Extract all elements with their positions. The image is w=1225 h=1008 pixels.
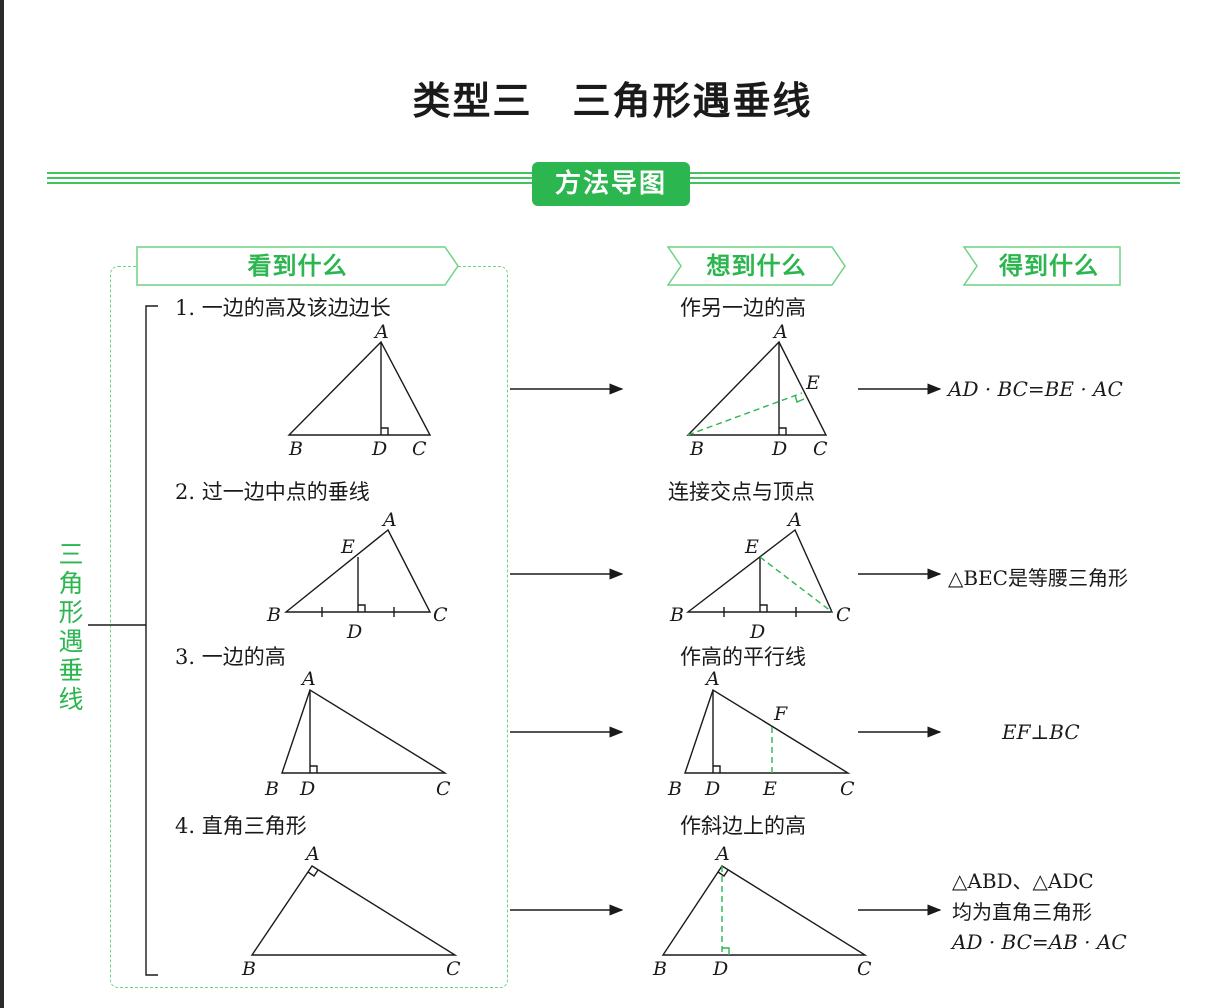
row1-think-label: B bbox=[689, 438, 704, 460]
header-think-shape bbox=[666, 246, 846, 286]
row2-think-label: D bbox=[749, 621, 765, 643]
row1-see-caption: 1. 一边的高及该边边长 bbox=[175, 296, 391, 320]
row3-see-label: C bbox=[436, 778, 451, 800]
row2-see-caption: 2. 过一边中点的垂线 bbox=[175, 480, 370, 504]
row1-think-triangle bbox=[686, 340, 828, 436]
row1-see-label: D bbox=[371, 438, 387, 460]
row2-see-label: C bbox=[433, 604, 448, 626]
header-get: 得到什么 bbox=[999, 252, 1099, 280]
row1-result: AD · BC=BE · AC bbox=[948, 377, 1123, 401]
row2-think-label: B bbox=[669, 604, 684, 626]
row3-see-label: A bbox=[300, 668, 316, 690]
row1-see-label: C bbox=[412, 438, 427, 460]
row4-see-label: C bbox=[446, 958, 461, 980]
header-see: 看到什么 bbox=[247, 252, 348, 280]
header-get-shape bbox=[962, 246, 1121, 286]
bracket bbox=[145, 305, 158, 976]
page-edge bbox=[0, 0, 4, 1008]
side-label: 三角形遇垂线 bbox=[58, 540, 84, 714]
row2-think-right-angle bbox=[760, 604, 768, 612]
row2-think-label: C bbox=[836, 604, 851, 626]
row1-think-new-altitude bbox=[687, 392, 803, 436]
row2-result: △BEC是等腰三角形 bbox=[948, 566, 1128, 590]
row4-result-line3: AD · BC=AB · AC bbox=[952, 930, 1127, 954]
row1-think-right-angle-e bbox=[794, 394, 805, 403]
row4-think-label: C bbox=[857, 958, 872, 980]
row3-think-label: D bbox=[704, 778, 720, 800]
row4-see-label: B bbox=[241, 958, 256, 980]
row1-think-label: A bbox=[772, 321, 788, 343]
row2-think-label: A bbox=[786, 509, 802, 531]
row2-see-label: D bbox=[346, 621, 362, 643]
row1-think-label: E bbox=[805, 372, 820, 394]
row3-think-label: A bbox=[704, 668, 720, 690]
row3-think-label: C bbox=[840, 778, 855, 800]
row3-think-triangle bbox=[684, 688, 851, 774]
row4-result-line2: 均为直角三角形 bbox=[952, 900, 1092, 924]
row1-think-caption: 作另一边的高 bbox=[680, 296, 806, 320]
row3-think-caption: 作高的平行线 bbox=[680, 645, 806, 669]
row3-see-right-angle bbox=[310, 765, 318, 773]
row2-think-caption: 连接交点与顶点 bbox=[668, 480, 815, 504]
row2-think-connect bbox=[759, 556, 833, 613]
row1-see-right-angle bbox=[381, 427, 389, 435]
row4-think-caption: 作斜边上的高 bbox=[680, 814, 806, 838]
section-badge: 方法导图 bbox=[532, 162, 690, 206]
row2-see-label: B bbox=[266, 604, 281, 626]
row4-see-triangle bbox=[250, 865, 458, 956]
row1-think-right-angle bbox=[779, 427, 787, 435]
row3-result: EF⊥BC bbox=[1002, 720, 1080, 744]
row3-see-caption: 3. 一边的高 bbox=[175, 645, 286, 669]
row3-think-label: E bbox=[762, 778, 777, 800]
row4-think-label: D bbox=[712, 958, 728, 980]
row3-see-label: D bbox=[299, 778, 315, 800]
row4-think-label: B bbox=[652, 958, 667, 980]
row4-think-triangle bbox=[661, 865, 868, 956]
row4-see-right-angle bbox=[307, 869, 319, 877]
row4-think-right-angle-d bbox=[722, 947, 730, 955]
row1-see-label: B bbox=[288, 438, 303, 460]
row3-think-label: F bbox=[773, 703, 788, 725]
row3-think-label: B bbox=[667, 778, 682, 800]
row1-see-triangle bbox=[287, 340, 432, 436]
row2-see-label: E bbox=[340, 536, 355, 558]
row1-see-label: A bbox=[373, 321, 389, 343]
header-think: 想到什么 bbox=[706, 252, 807, 280]
page-title: 类型三 三角形遇垂线 bbox=[412, 79, 813, 123]
row4-see-label: A bbox=[304, 843, 320, 865]
row2-think-label: E bbox=[744, 536, 759, 558]
row1-think-label: D bbox=[771, 438, 787, 460]
row3-see-triangle bbox=[281, 688, 448, 774]
row4-think-label: A bbox=[714, 843, 730, 865]
row4-think-right-angle-a bbox=[717, 869, 729, 877]
row3-think-right-angle bbox=[713, 765, 721, 773]
row3-see-label: B bbox=[264, 778, 279, 800]
row2-see-label: A bbox=[381, 509, 397, 531]
header-see-shape bbox=[136, 246, 459, 286]
row4-see-caption: 4. 直角三角形 bbox=[175, 814, 307, 838]
row1-think-label: C bbox=[813, 438, 828, 460]
row2-see-right-angle bbox=[358, 604, 366, 612]
row4-result-line1: △ABD、△ADC bbox=[952, 869, 1094, 893]
